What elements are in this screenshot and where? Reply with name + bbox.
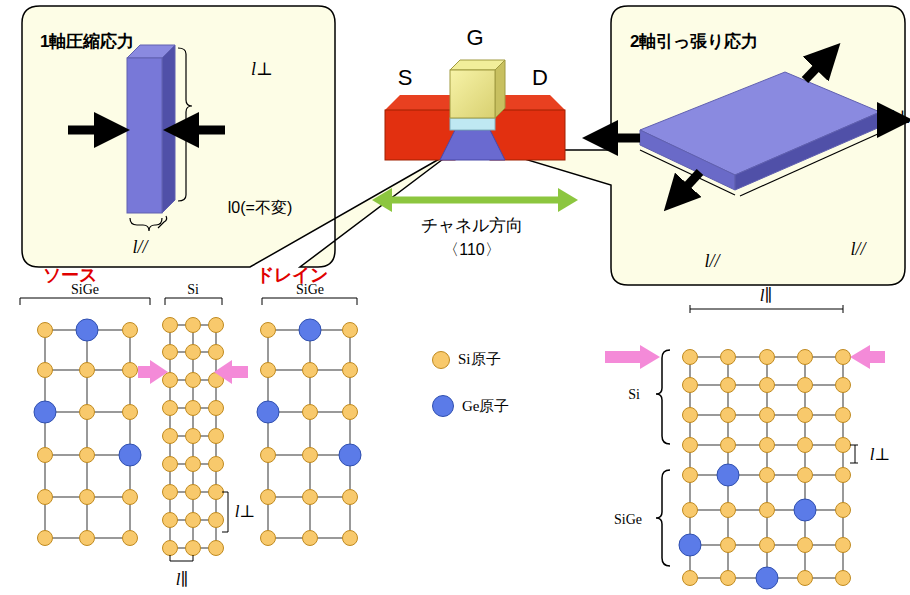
- terminal-label: S: [398, 66, 413, 90]
- legend-text: Si原子: [458, 350, 501, 369]
- dimension-label: l//: [704, 252, 719, 272]
- callout-title: 2軸引っ張り応力: [630, 30, 763, 53]
- legend-row: Ge原子: [432, 395, 510, 417]
- dimension-label: l0(=不変): [228, 199, 292, 217]
- callout-box: 2軸引っ張り応力: [630, 30, 763, 53]
- dimension-label: l//: [132, 238, 147, 258]
- terminal-label: G: [466, 26, 483, 50]
- callout-box: 1軸圧縮応力: [40, 30, 139, 53]
- dimension-label: l⊥: [251, 60, 273, 80]
- callout-title: 1軸圧縮応力: [40, 30, 139, 53]
- legend-swatch: [432, 395, 454, 417]
- material-label: SiGe: [71, 282, 99, 297]
- material-label: SiGe: [614, 512, 642, 527]
- dimension-label: l⊥: [870, 446, 891, 465]
- legend-swatch: [432, 351, 450, 369]
- dimension-label: l⊥: [235, 503, 256, 522]
- material-label: Si: [628, 387, 640, 402]
- material-label: Si: [187, 282, 199, 297]
- dimension-label: l//: [850, 240, 865, 260]
- dimension-label: l⊥: [889, 108, 910, 128]
- direction-label: 〈110〉: [443, 241, 501, 259]
- legend-row: Si原子: [432, 350, 501, 369]
- dimension-label: l∥: [760, 287, 773, 306]
- material-label: SiGe: [296, 282, 324, 297]
- legend-text: Ge原子: [462, 397, 510, 416]
- direction-label: チャネル方向: [421, 217, 523, 236]
- callout-outline: [22, 6, 455, 267]
- dimension-label: l∥: [176, 571, 189, 590]
- terminal-label: D: [532, 66, 548, 90]
